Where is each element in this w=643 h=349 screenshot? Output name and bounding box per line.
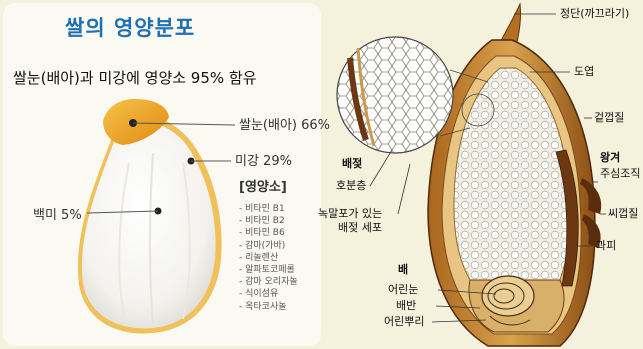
palea-label: 겉껍질 — [594, 112, 624, 123]
seed-coat-label: 씨껍질 — [608, 208, 638, 219]
vascular-label: 주심조직 — [600, 168, 640, 179]
starch-cells-label-2: 배젖 세포 — [338, 222, 382, 233]
starch-cells-label-1: 녹말포가 있는 — [318, 208, 382, 219]
plumule-label: 어린눈 — [388, 284, 418, 295]
embryo-head-label: 배 — [398, 264, 408, 275]
scutellum-label: 배반 — [396, 300, 416, 311]
lemma-label: 도엽 — [574, 66, 594, 77]
bran-head-label: 왕겨 — [600, 152, 620, 163]
radicle-label: 어린뿌리 — [384, 316, 424, 327]
pericarp-label: 과피 — [596, 240, 616, 251]
aleurone-label: 호분층 — [336, 180, 366, 191]
endosperm-head-label: 배젖 — [342, 158, 362, 169]
awn-label: 정단(까끄라기) — [560, 8, 629, 19]
